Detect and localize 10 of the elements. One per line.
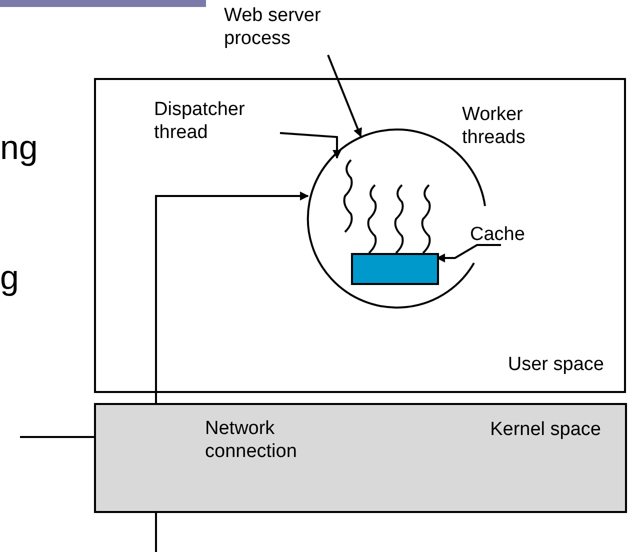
partial-heading-text: ng xyxy=(0,128,38,169)
area-label: User space xyxy=(508,354,604,377)
kernel-space-box xyxy=(94,403,627,513)
text-label: Worker threads xyxy=(462,104,526,150)
leader-label: Cache xyxy=(470,224,526,247)
partial-heading-text: g xyxy=(0,258,19,299)
area-label: Kernel space xyxy=(490,419,601,442)
leader-label: Dispatcher thread xyxy=(154,99,246,145)
leader-label: Web server process xyxy=(224,5,322,51)
leader-arrow xyxy=(327,54,362,138)
